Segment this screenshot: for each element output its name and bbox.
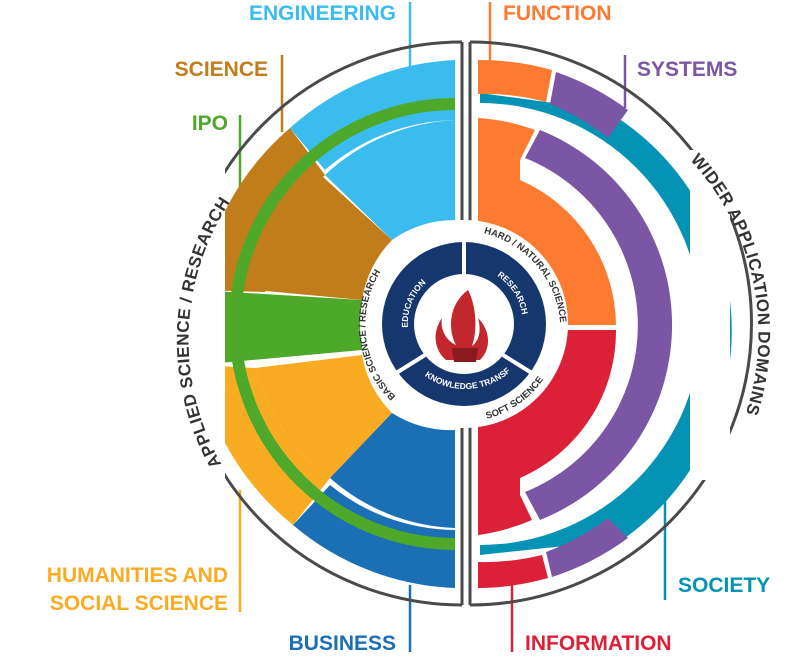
function-wedge xyxy=(478,118,616,325)
hub-divider-left xyxy=(391,353,427,377)
systems-arc-band xyxy=(525,130,673,520)
function-top-segment xyxy=(478,59,552,102)
flame-logo-icon xyxy=(435,290,489,362)
function-label: FUNCTION xyxy=(503,2,612,25)
society-segment xyxy=(480,93,732,555)
science-wedge xyxy=(255,176,392,300)
engineering-label: ENGINEERING xyxy=(249,2,396,25)
science-label: SCIENCE xyxy=(175,58,268,81)
humanities-wedge xyxy=(255,355,392,478)
business-wedge xyxy=(330,413,455,528)
humanities-label-line1: HUMANITIES AND xyxy=(47,564,228,587)
business-label: BUSINESS xyxy=(289,632,396,655)
engineering-wedge xyxy=(325,120,455,240)
right-arc-label-gap xyxy=(690,150,730,480)
humanities-label-line2: SOCIAL SCIENCE xyxy=(50,592,228,615)
ipo-label: IPO xyxy=(192,112,228,135)
hub-divider-right xyxy=(501,353,537,377)
information-bottom-segment xyxy=(478,555,548,588)
information-wedge xyxy=(478,330,617,535)
right-half xyxy=(478,59,732,588)
ipo-ring xyxy=(229,98,456,550)
left-arc-label-gap xyxy=(170,150,225,480)
information-label: INFORMATION xyxy=(525,632,672,655)
society-label: SOCIETY xyxy=(678,574,770,597)
right-outline-arc xyxy=(469,40,753,607)
systems-bottom-segment xyxy=(546,518,628,577)
systems-top-segment xyxy=(550,72,628,138)
left-half xyxy=(198,60,456,588)
systems-label: SYSTEMS xyxy=(637,58,737,81)
